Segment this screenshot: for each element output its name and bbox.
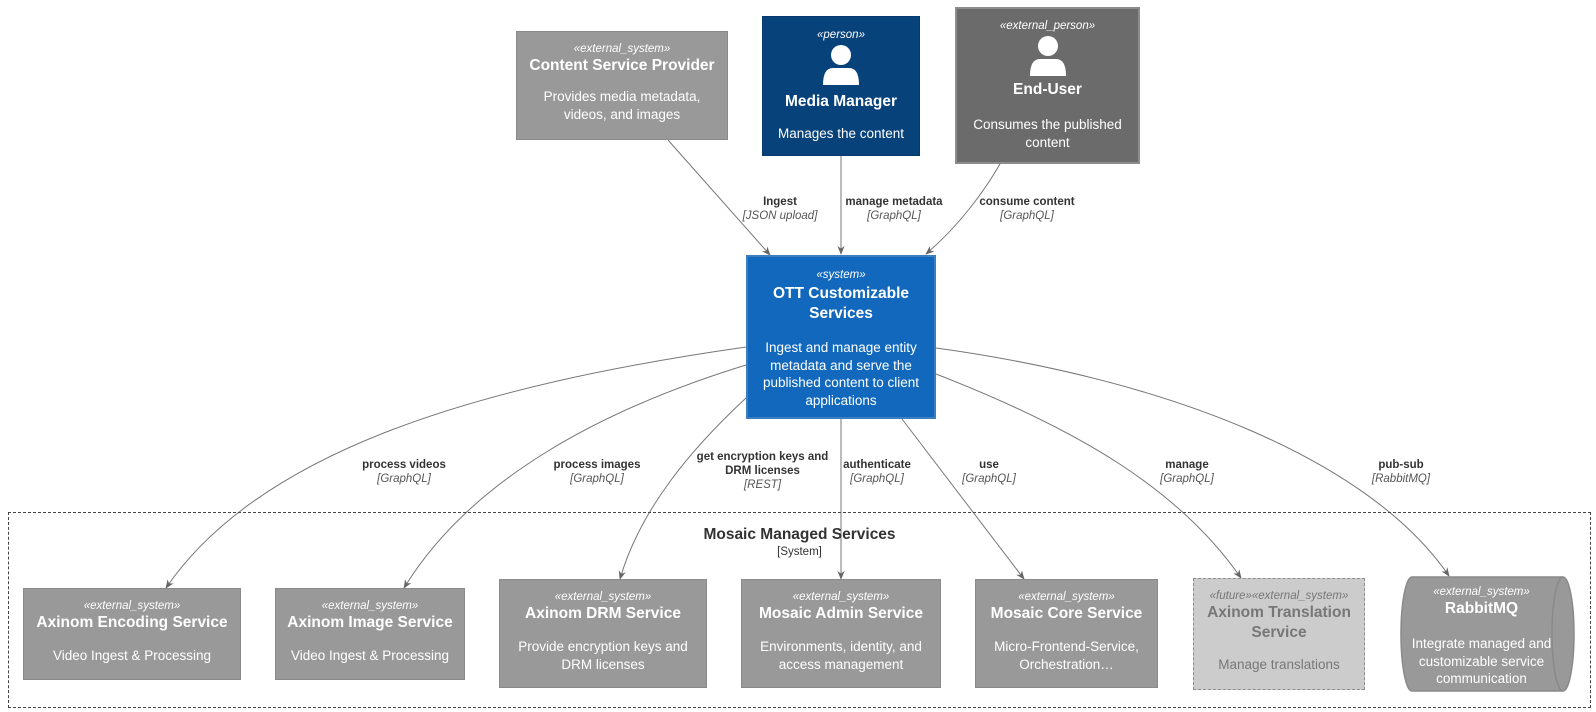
axinom-image-service-box[interactable]: «external_system» Axinom Image Service V… <box>275 588 465 680</box>
arrow-use <box>901 418 1025 580</box>
person-icon <box>823 45 859 85</box>
boundary-title: Mosaic Managed Services <box>703 526 896 543</box>
element-description: Micro-Frontend-Service, Orchestration… <box>994 639 1139 672</box>
mosaic-core-service-box[interactable]: «external_system» Mosaic Core Service Mi… <box>975 579 1158 688</box>
element-name: Media Manager <box>785 93 897 110</box>
element-name: Axinom Translation Service <box>1207 604 1351 641</box>
media-manager-box[interactable]: «person» Media Manager Manages the conte… <box>762 16 920 156</box>
element-name: Content Service Provider <box>529 57 715 74</box>
axinom-encoding-service-box[interactable]: «external_system» Axinom Encoding Servic… <box>23 588 241 680</box>
element-name: RabbitMQ <box>1444 600 1519 617</box>
element-description: Manages the content <box>777 126 905 141</box>
stereotype: «person» <box>817 29 865 41</box>
element-description: Provides media metadata, videos, and ima… <box>543 89 701 122</box>
arrow-consume-content <box>925 163 1001 255</box>
element-description: Manage translations <box>1218 657 1340 672</box>
label-authenticate: authenticate[GraphQL] <box>843 459 911 485</box>
content-service-provider-box[interactable]: «external_system» Content Service Provid… <box>516 31 728 140</box>
end-user-box[interactable]: «external_person» End-User Consumes the … <box>955 7 1140 164</box>
stereotype: «system» <box>816 269 866 281</box>
element-description: Environments, identity, and access manag… <box>760 639 922 672</box>
element-description: Video Ingest & Processing <box>290 648 450 663</box>
stereotype: «external_person» <box>999 20 1096 32</box>
element-name: Axinom Encoding Service <box>36 614 228 631</box>
stereotype: «external_system» <box>554 591 652 603</box>
element-name: OTT Customizable Services <box>772 285 910 322</box>
label-manage: manage[GraphQL] <box>1160 459 1214 485</box>
ott-customizable-services-box[interactable]: «system» OTT Customizable Services Inges… <box>746 255 936 419</box>
element-name: Axinom DRM Service <box>525 605 681 622</box>
rabbitmq-box[interactable]: «external_system» RabbitMQ Integrate man… <box>1400 576 1575 692</box>
element-description: Provide encryption keys and DRM licenses <box>518 639 688 672</box>
person-icon <box>1029 36 1066 76</box>
arrow-manage <box>935 373 1242 579</box>
label-process-images: process images[GraphQL] <box>553 459 641 485</box>
element-description: Consumes the published content <box>973 117 1122 150</box>
stereotype: «external_system» <box>573 43 671 55</box>
arrow-process-videos <box>165 346 747 589</box>
arrow-drm <box>618 397 747 580</box>
stereotype: «external_system» <box>1433 586 1530 598</box>
element-description: Integrate managed and customizable servi… <box>1411 636 1552 686</box>
element-name: Axinom Image Service <box>287 614 453 631</box>
label-pub-sub: pub-sub[RabbitMQ] <box>1371 459 1431 485</box>
element-name: Mosaic Admin Service <box>759 605 923 622</box>
axinom-drm-service-box[interactable]: «external_system» Axinom DRM Service Pro… <box>499 579 707 688</box>
queue-shape <box>1400 576 1575 692</box>
boundary-type: [System] <box>777 546 822 558</box>
arrow-process-images <box>403 364 747 589</box>
stereotype: «future»«external_system» <box>1209 590 1349 602</box>
stereotype: «external_system» <box>792 591 890 603</box>
element-name: End-User <box>1013 81 1082 98</box>
label-manage-metadata: manage metadata[GraphQL] <box>845 196 943 222</box>
label-ingest: Ingest[JSON upload] <box>742 196 818 222</box>
mosaic-admin-service-box[interactable]: «external_system» Mosaic Admin Service E… <box>741 579 941 688</box>
element-name: Mosaic Core Service <box>990 605 1143 622</box>
arrow-pub-sub <box>935 347 1450 577</box>
rabbitmq-text: «external_system» RabbitMQ Integrate man… <box>1400 576 1563 692</box>
arrow-ingest <box>667 139 771 256</box>
mosaic-managed-services-boundary: Mosaic Managed Services [System] <box>8 512 1591 708</box>
stereotype: «external_system» <box>1018 591 1115 603</box>
label-use: use[GraphQL] <box>962 459 1016 485</box>
element-description: Video Ingest & Processing <box>52 648 212 663</box>
stereotype: «external_system» <box>83 600 181 612</box>
label-process-videos: process videos[GraphQL] <box>362 459 446 485</box>
element-description: Ingest and manage entity metadata and se… <box>762 340 920 408</box>
stereotype: «external_system» <box>321 600 419 612</box>
axinom-translation-service-box[interactable]: «future»«external_system» Axinom Transla… <box>1193 578 1365 690</box>
label-consume-content: consume content[GraphQL] <box>979 196 1075 222</box>
label-drm: get encryption keys and DRM licenses[RES… <box>696 451 829 491</box>
